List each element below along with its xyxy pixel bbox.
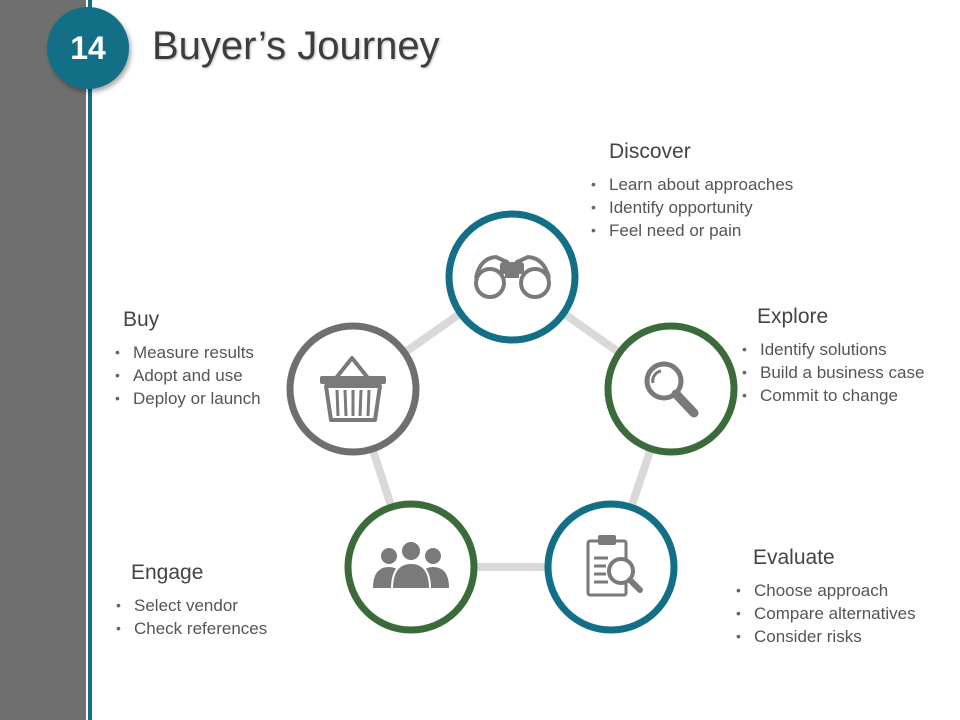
ring-explore <box>604 322 738 456</box>
stage-text-evaluate: Evaluate Choose approach Compare alterna… <box>736 546 916 648</box>
list-item: Deploy or launch <box>115 387 261 410</box>
list-item: Check references <box>116 617 267 640</box>
stage-title-engage: Engage <box>131 561 204 584</box>
stage-title-explore: Explore <box>757 305 829 328</box>
list-item: Build a business case <box>742 361 924 384</box>
list-item: Adopt and use <box>115 364 261 387</box>
stage-text-discover: Discover Learn about approaches Identify… <box>591 140 793 242</box>
left-sidebar-bar <box>0 0 86 720</box>
list-item: Identify solutions <box>742 338 924 361</box>
stage-node-evaluate <box>544 500 678 634</box>
stage-list-buy: Measure results Adopt and use Deploy or … <box>115 341 261 410</box>
stage-list-discover: Learn about approaches Identify opportun… <box>591 173 793 242</box>
list-item: Commit to change <box>742 384 924 407</box>
list-item: Compare alternatives <box>736 602 916 625</box>
magnifier-icon <box>644 361 699 418</box>
stage-text-buy: Buy Measure results Adopt and use Deploy… <box>115 308 261 410</box>
list-item: Consider risks <box>736 625 916 648</box>
binoculars-icon <box>474 254 551 299</box>
stage-list-explore: Identify solutions Build a business case… <box>742 338 924 407</box>
list-item: Learn about approaches <box>591 173 793 196</box>
slide-number-badge: 14 <box>47 7 129 89</box>
clipboard-search-icon <box>586 535 643 597</box>
stage-list-engage: Select vendor Check references <box>116 594 267 640</box>
stage-title-evaluate: Evaluate <box>753 546 835 569</box>
left-accent-line <box>88 0 92 720</box>
list-item: Select vendor <box>116 594 267 617</box>
stage-title-discover: Discover <box>609 140 691 163</box>
stage-node-explore <box>604 322 738 456</box>
stage-node-discover <box>445 210 579 344</box>
list-item: Choose approach <box>736 579 916 602</box>
stage-text-engage: Engage Select vendor Check references <box>116 561 267 640</box>
stage-title-buy: Buy <box>123 308 160 331</box>
ring-buy <box>286 322 420 456</box>
list-item: Feel need or pain <box>591 219 793 242</box>
people-group-icon <box>373 540 449 590</box>
page-title: Buyer’s Journey <box>152 24 440 68</box>
list-item: Measure results <box>115 341 261 364</box>
shopping-basket-icon <box>320 356 386 422</box>
stage-node-buy <box>286 322 420 456</box>
stage-node-engage <box>344 500 478 634</box>
stage-text-explore: Explore Identify solutions Build a busin… <box>742 305 924 407</box>
slide-number: 14 <box>70 29 106 66</box>
stage-list-evaluate: Choose approach Compare alternatives Con… <box>736 579 916 648</box>
list-item: Identify opportunity <box>591 196 793 219</box>
